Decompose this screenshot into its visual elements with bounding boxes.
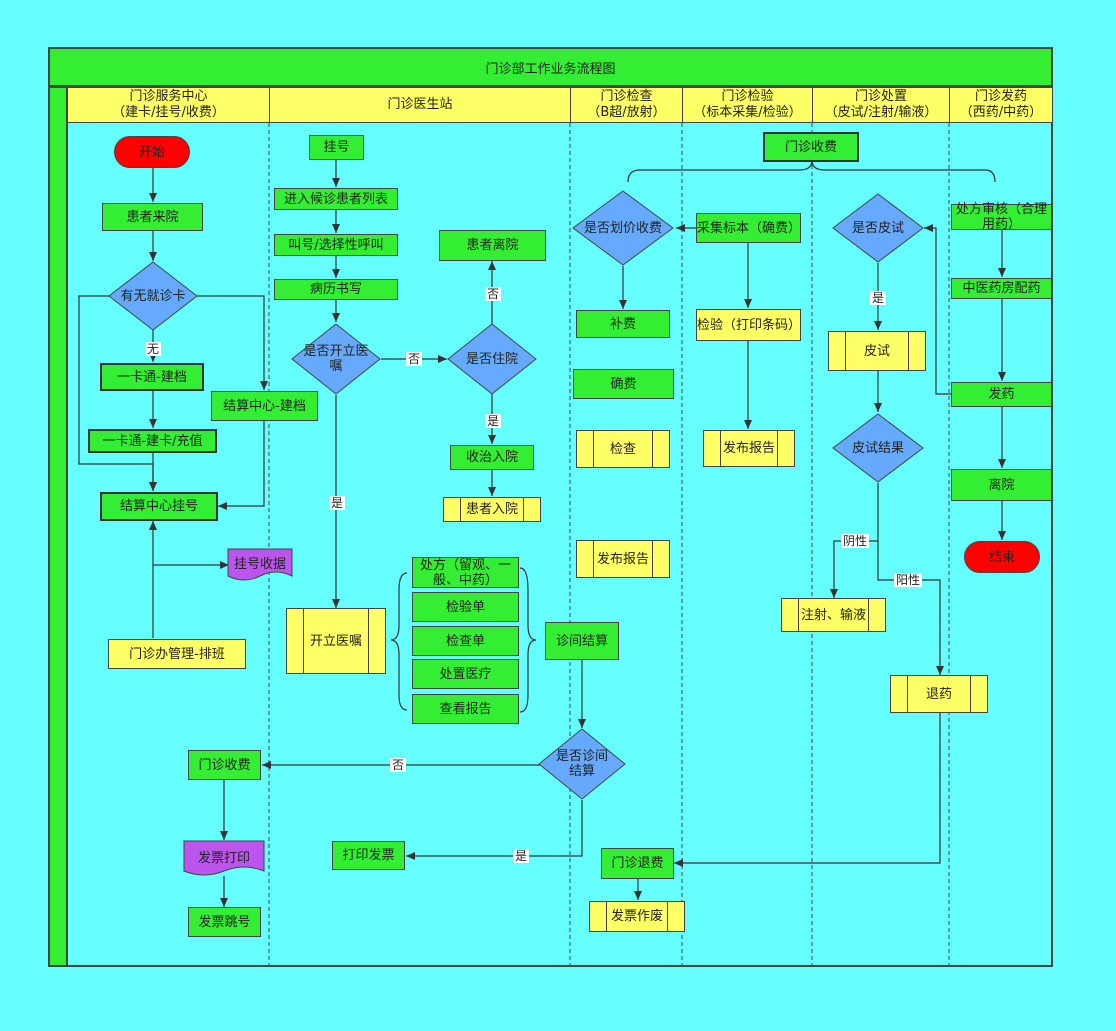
lab-report-node: 发布报告 bbox=[703, 430, 795, 467]
settle-register-node: 结算中心挂号 bbox=[100, 492, 218, 521]
decision-label: 有无就诊卡 bbox=[120, 288, 186, 304]
register-node: 挂号 bbox=[309, 135, 364, 160]
lane-subtitle: （标本采集/检验） bbox=[693, 105, 802, 120]
card-topup-node: 一卡通-建卡/充值 bbox=[88, 429, 217, 453]
invoice-print-doc: 发票打印 bbox=[183, 840, 265, 878]
edge-label-no: 否 bbox=[406, 352, 423, 366]
call-node: 叫号/选择性呼叫 bbox=[274, 234, 398, 256]
order-decision: 是否开立医嘱 bbox=[291, 323, 381, 395]
rx-node: 处方（留观、一般、中药） bbox=[412, 557, 519, 588]
return-drug-node: 退药 bbox=[890, 675, 988, 713]
doc-label: 挂号收据 bbox=[233, 556, 286, 572]
card-create-node: 一卡通-建档 bbox=[100, 363, 204, 391]
dispense-node: 发药 bbox=[951, 382, 1052, 407]
diagram-title: 门诊部工作业务流程图 bbox=[48, 47, 1053, 87]
lab-test-node: 检验（打印条码） bbox=[696, 309, 801, 341]
decision-label: 是否住院 bbox=[465, 351, 518, 367]
edge-label-yes: 是 bbox=[329, 496, 346, 510]
skin-result-decision: 皮试结果 bbox=[832, 413, 924, 483]
lane-title: 门诊医生站 bbox=[387, 97, 453, 112]
fee-collect-top-node: 门诊收费 bbox=[763, 132, 859, 162]
left-strip bbox=[48, 86, 68, 967]
leave-node: 患者离院 bbox=[439, 230, 546, 261]
discharge-node: 离院 bbox=[951, 469, 1052, 501]
start-node: 开始 bbox=[114, 136, 190, 168]
pay-more-node: 补费 bbox=[576, 310, 670, 338]
refund-node: 门诊退费 bbox=[601, 848, 674, 879]
void-invoice-node: 发票作废 bbox=[589, 901, 685, 932]
edge-label-none: 无 bbox=[145, 342, 162, 356]
arrive-node: 患者来院 bbox=[102, 203, 203, 231]
doc-label: 发票打印 bbox=[197, 850, 250, 866]
edge-label-negative: 阴性 bbox=[841, 534, 870, 548]
lane-header-lab: 门诊检验 （标本采集/检验） bbox=[682, 87, 813, 123]
decision-label: 皮试结果 bbox=[851, 440, 904, 456]
lane-header-pharmacy: 门诊发药 （西药/中药） bbox=[949, 87, 1053, 123]
inpatient-node: 患者入院 bbox=[443, 497, 541, 522]
decision-label: 是否划价收费 bbox=[583, 220, 662, 236]
lane-title: 门诊处置 bbox=[854, 89, 907, 104]
rx-review-node: 处方审核（合理用药） bbox=[951, 202, 1052, 232]
lane-subtitle: （建卡/挂号/收费） bbox=[112, 105, 225, 120]
decision-label: 是否开立医嘱 bbox=[303, 344, 369, 374]
lane-subtitle: （皮试/注射/输液） bbox=[824, 105, 938, 120]
lane-header-doctor-station: 门诊医生站 bbox=[269, 87, 571, 123]
lane-title: 门诊服务中心 bbox=[129, 89, 208, 104]
lane-subtitle: （B超/放射） bbox=[587, 105, 666, 120]
lane-subtitle: （西药/中药） bbox=[959, 105, 1043, 120]
skin-test-decision: 是否皮试 bbox=[832, 193, 924, 263]
end-node: 结束 bbox=[964, 541, 1040, 573]
decision-label: 是否诊间结算 bbox=[555, 749, 608, 779]
record-node: 病历书写 bbox=[274, 279, 398, 300]
inject-node: 注射、输液 bbox=[781, 598, 886, 632]
edge-label-no: 否 bbox=[390, 758, 407, 772]
edge-label-positive: 阳性 bbox=[894, 573, 923, 587]
exam-form-node: 检查单 bbox=[412, 626, 519, 656]
edge-label-yes: 是 bbox=[870, 291, 887, 305]
edge-label-no: 否 bbox=[485, 287, 502, 301]
register-receipt-doc: 挂号收据 bbox=[227, 548, 293, 582]
exam-node: 检查 bbox=[576, 430, 670, 468]
treat-node: 处置医疗 bbox=[412, 659, 519, 689]
tcm-node: 中医药房配药 bbox=[951, 278, 1052, 299]
lab-form-node: 检验单 bbox=[412, 592, 519, 622]
office-schedule-node: 门诊办管理-排班 bbox=[108, 639, 246, 669]
lane-title: 门诊检查 bbox=[600, 89, 653, 104]
open-order-node: 开立医嘱 bbox=[286, 608, 386, 674]
invoice-jump-node: 发票跳号 bbox=[188, 907, 261, 937]
skin-test-node: 皮试 bbox=[828, 331, 926, 371]
fee-collect-left-node: 门诊收费 bbox=[188, 750, 261, 780]
hospitalize-decision: 是否住院 bbox=[447, 323, 537, 395]
settle-create-node: 结算中心-建档 bbox=[211, 391, 318, 421]
decision-label: 是否皮试 bbox=[851, 220, 904, 236]
has-card-decision: 有无就诊卡 bbox=[108, 261, 198, 331]
enter-queue-node: 进入候诊患者列表 bbox=[274, 188, 398, 210]
lane-header-treatment: 门诊处置 （皮试/注射/输液） bbox=[812, 87, 950, 123]
print-invoice-node: 打印发票 bbox=[332, 841, 405, 870]
lane-title: 门诊检验 bbox=[721, 89, 774, 104]
lane-header-exam: 门诊检查 （B超/放射） bbox=[570, 87, 683, 123]
view-report-node: 查看报告 bbox=[412, 694, 519, 724]
confirm-fee-node: 确费 bbox=[573, 369, 674, 399]
edge-label-yes: 是 bbox=[485, 414, 502, 428]
price-decision: 是否划价收费 bbox=[572, 190, 674, 266]
clinic-settle-node: 诊间结算 bbox=[545, 622, 619, 660]
exam-report-node: 发布报告 bbox=[576, 540, 670, 578]
sample-node: 采集标本（确费） bbox=[696, 213, 801, 243]
lane-title: 门诊发药 bbox=[974, 89, 1027, 104]
clinic-settle-decision: 是否诊间结算 bbox=[538, 728, 626, 800]
edge-label-yes: 是 bbox=[513, 849, 530, 863]
admit-node: 收治入院 bbox=[450, 445, 534, 470]
